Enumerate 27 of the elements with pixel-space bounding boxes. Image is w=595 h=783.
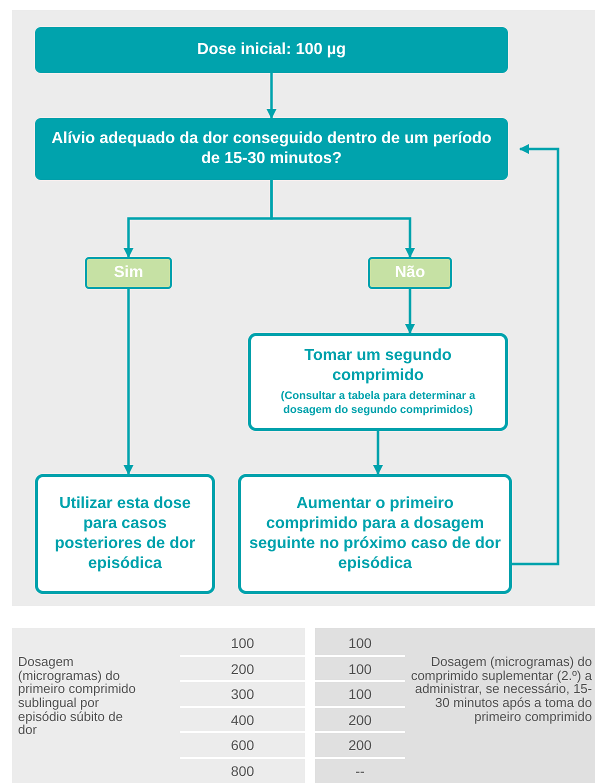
process-box: Alívio adequado da dor conseguido dentro de um período de 15-30 minutos?	[35, 118, 508, 180]
outcome-box: Aumentar o primeiro comprimido para a dosagem seguinte no próximo caso de dor episódica	[238, 474, 512, 594]
table-value: 800	[230, 762, 256, 780]
table-value: --	[354, 762, 366, 780]
arrow	[124, 289, 134, 475]
table-value: 400	[230, 710, 256, 730]
table-value: 600	[230, 736, 256, 755]
arrow	[405, 289, 415, 334]
table-value: 200	[347, 736, 373, 755]
table-value: 200	[347, 710, 373, 730]
table-value: 200	[230, 660, 256, 678]
table-value: 100	[230, 634, 256, 653]
arrow	[373, 431, 383, 475]
outcome-box: Utilizar esta dose para casos posteriores de dor episódica	[35, 474, 215, 594]
arrow	[266, 73, 276, 119]
table-value: 300	[230, 685, 256, 704]
table-value: 100	[347, 660, 373, 678]
answer-box: Não	[368, 257, 452, 289]
process-box: Dose inicial: 100 µg	[35, 27, 508, 73]
table-value: 100	[347, 634, 373, 653]
arrow	[270, 180, 415, 258]
outcome-box: Tomar um segundo comprimido (Consultar a tabela para determinar a dosagem do segundo comprimidos)	[248, 333, 508, 431]
row-header: Dosagem (microgramas) do comprimido suplementar (2.º) a administrar, se necessário, 15-30 minutos após a toma do primeiro comprimido	[410, 655, 592, 724]
row-header: Dosagem (microgramas) do primeiro comprimido sublingual por episódio súbito de dor	[18, 655, 137, 737]
arrow	[512, 144, 560, 566]
answer-box: Sim	[85, 257, 172, 289]
table-value: 100	[347, 685, 373, 704]
